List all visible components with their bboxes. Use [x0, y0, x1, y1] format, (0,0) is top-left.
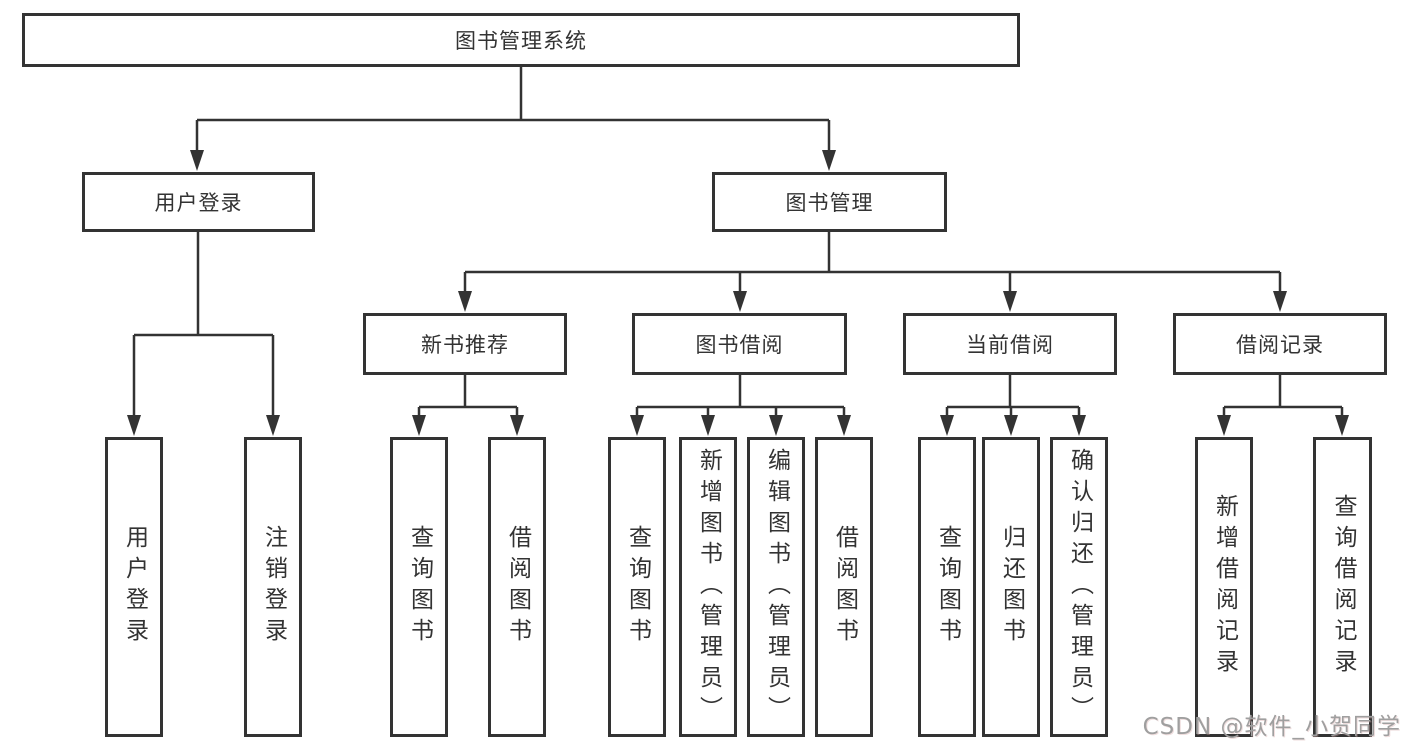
csdn-watermark: CSDN @软件_小贺同学 [1142, 714, 1401, 740]
leaf-confirm-return-admin: 确认归还（管理员） [1050, 437, 1108, 737]
node-user-login: 用户登录 [82, 172, 315, 232]
leaf-user-login: 用户登录 [105, 437, 163, 737]
leaf-add-books-admin: 新增图书（管理员） [679, 437, 737, 737]
node-book-borrowing: 图书借阅 [632, 313, 847, 375]
leaf-query-books-recommend: 查询图书 [390, 437, 448, 737]
leaf-borrow-books-borrowing: 借阅图书 [815, 437, 873, 737]
node-library-management-system: 图书管理系统 [22, 13, 1020, 67]
leaf-logout: 注销登录 [244, 437, 302, 737]
node-book-management: 图书管理 [712, 172, 947, 232]
leaf-return-books: 归还图书 [982, 437, 1040, 737]
leaf-edit-books-admin: 编辑图书（管理员） [747, 437, 805, 737]
leaf-query-books-current: 查询图书 [918, 437, 976, 737]
node-borrowing-records: 借阅记录 [1173, 313, 1387, 375]
node-new-book-recommendation: 新书推荐 [363, 313, 567, 375]
node-current-borrowing: 当前借阅 [903, 313, 1117, 375]
leaf-add-borrow-record: 新增借阅记录 [1195, 437, 1253, 737]
leaf-query-books-borrowing: 查询图书 [608, 437, 666, 737]
leaf-query-borrow-record: 查询借阅记录 [1313, 437, 1372, 737]
leaf-borrow-books-recommend: 借阅图书 [488, 437, 546, 737]
